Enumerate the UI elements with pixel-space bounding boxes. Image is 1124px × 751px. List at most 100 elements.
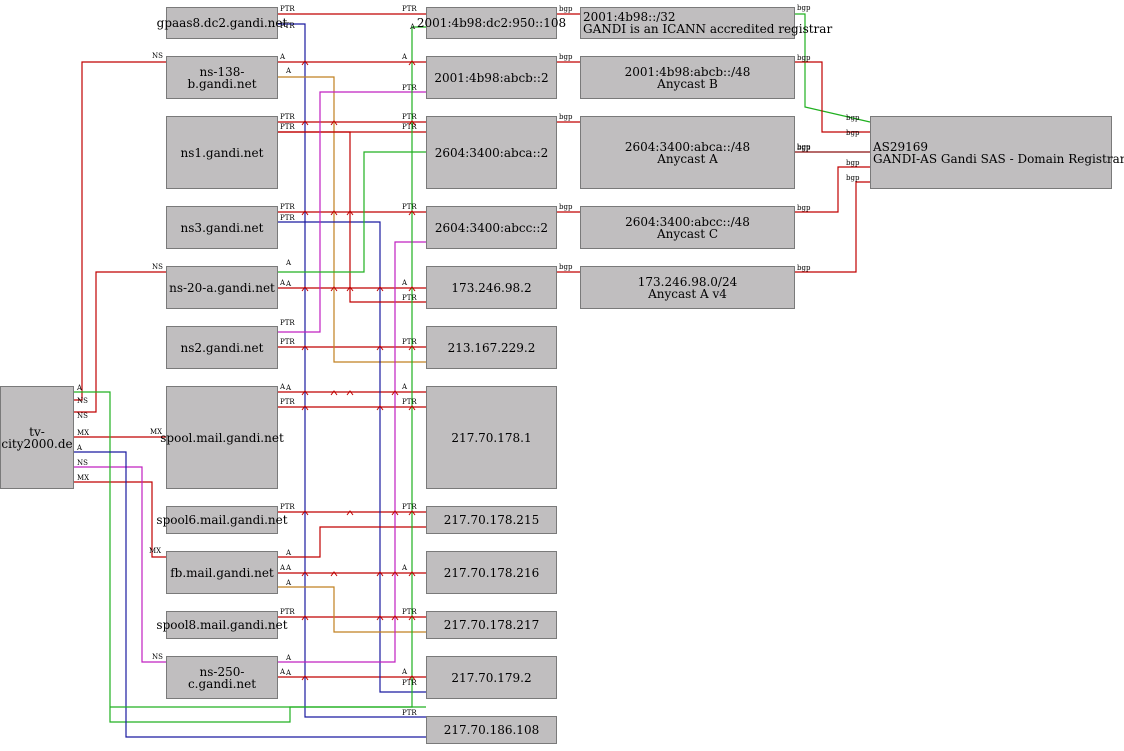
edge-label-a: A <box>401 668 408 676</box>
edge-crossing-mark <box>408 675 416 681</box>
node-label: 217.70.178.217 <box>443 618 540 632</box>
node-ns-138-b[interactable]: ns-138-b.gandi.net <box>166 56 278 99</box>
edge-a <box>278 586 426 633</box>
edge-crossing-mark <box>301 675 309 681</box>
edge-crossing-mark <box>346 390 354 396</box>
node-label: 2604:3400:abcc::2 <box>434 220 549 235</box>
node-ns-250-c[interactable]: ns-250-c.gandi.net <box>166 656 278 699</box>
edge-label-mx: MX <box>150 428 162 436</box>
edge-crossing-mark <box>376 615 384 621</box>
edge-crossing-mark <box>330 571 338 577</box>
node-ip-217-70-178-217[interactable]: 217.70.178.217 <box>426 611 557 639</box>
edge-a <box>110 26 426 708</box>
node-fb[interactable]: fb.mail.gandi.net <box>166 551 278 594</box>
prefix-label: 2001:4b98:abcb::/48 <box>624 64 751 79</box>
edge-crossing-mark <box>301 60 309 66</box>
edge-label-ptr: PTR <box>402 5 417 13</box>
edge-label-ptr: PTR <box>402 113 417 121</box>
edge-label-ns: NS <box>77 459 88 467</box>
edge-label-a: A <box>285 579 292 587</box>
edge-label-ptr: PTR <box>280 319 295 327</box>
edge-label-mx: MX <box>77 474 89 482</box>
edge-label-ns: NS <box>152 653 163 661</box>
edge-ns <box>74 271 166 413</box>
edge-crossing-mark <box>408 345 416 351</box>
edge-crossing-mark <box>391 390 399 396</box>
edge-crossing-mark <box>301 210 309 216</box>
edge-mx <box>74 481 166 558</box>
edge-label-bgp: bgp <box>797 54 811 62</box>
edge-label-bgp: bgp <box>846 159 860 167</box>
node-ip-2604-3400-abca-2[interactable]: 2604:3400:abca::2 <box>426 116 557 189</box>
node-ns2[interactable]: ns2.gandi.net <box>166 326 278 369</box>
node-ip-2001-4b98-abcb-2[interactable]: 2001:4b98:abcb::2 <box>426 56 557 99</box>
edge-crossing-mark <box>376 405 384 411</box>
node-ip-217-70-178-1[interactable]: 217.70.178.1 <box>426 386 557 489</box>
edge-crossing-mark <box>301 510 309 516</box>
as-name: GANDI-AS Gandi SAS - Domain Registrar an <box>873 151 1124 166</box>
edge-crossing-mark <box>330 390 338 396</box>
edge-label-ptr: PTR <box>402 503 417 511</box>
node-ip-173-246-98-2[interactable]: 173.246.98.2 <box>426 266 557 309</box>
edge-label-ptr: PTR <box>280 123 295 131</box>
node-ip-2604-3400-abcc-2[interactable]: 2604:3400:abcc::2 <box>426 206 557 249</box>
node-tv-city2000[interactable]: tv-city2000.de <box>0 386 74 489</box>
node-gpaas8[interactable]: gpaas8.dc2.gandi.net <box>157 7 287 39</box>
edge-crossing-mark <box>376 286 384 292</box>
edge-crossing-mark <box>301 405 309 411</box>
edge-crossing-mark <box>408 571 416 577</box>
edge-crossing-mark <box>346 286 354 292</box>
edge-label-ptr: PTR <box>402 709 417 717</box>
edge-label-bgp: bgp <box>559 5 573 13</box>
edge-crossing-mark <box>376 571 384 577</box>
edge-ptr <box>278 91 426 333</box>
node-ip-217-70-186-108[interactable]: 217.70.186.108 <box>426 716 557 744</box>
prefix-desc: Anycast B <box>657 76 718 91</box>
node-label: ns2.gandi.net <box>180 340 264 355</box>
edge-label-a: A <box>285 549 292 557</box>
node-ip-2001-4b98-dc2-950-108[interactable]: 2001:4b98:dc2:950::108 <box>417 7 566 39</box>
edge-label-ptr: PTR <box>280 503 295 511</box>
edge-label-ptr: PTR <box>402 679 417 687</box>
node-spool8[interactable]: spool8.mail.gandi.net <box>156 611 288 639</box>
edge-ptr <box>278 131 426 303</box>
edge-label-bgp: bgp <box>797 144 811 152</box>
edge-label-a: A <box>401 383 408 391</box>
node-ip-213-167-229-2[interactable]: 213.167.229.2 <box>426 326 557 369</box>
edge-crossing-mark <box>408 405 416 411</box>
node-ns-20-a[interactable]: ns-20-a.gandi.net <box>166 266 278 309</box>
node-spool[interactable]: spool.mail.gandi.net <box>160 386 284 489</box>
edge-ptr <box>278 221 426 693</box>
node-label: ns-138-b.gandi.net <box>187 64 257 91</box>
node-label: 2604:3400:abca::2 <box>434 145 549 160</box>
node-ip-217-70-178-215[interactable]: 217.70.178.215 <box>426 506 557 534</box>
node-spool6[interactable]: spool6.mail.gandi.net <box>156 506 288 534</box>
edge-crossing-mark <box>346 210 354 216</box>
node-ns1[interactable]: ns1.gandi.net <box>166 116 278 189</box>
edge-a <box>74 451 426 738</box>
edge-crossing-mark <box>408 286 416 292</box>
prefix-desc: Anycast A <box>657 151 718 166</box>
edge-label-a: A <box>76 444 83 452</box>
edge-crossing-mark <box>301 390 309 396</box>
edge-bgp <box>795 61 870 133</box>
edge-crossing-mark <box>408 510 416 516</box>
edge-label-bgp: bgp <box>797 4 811 12</box>
edge-label-ptr: PTR <box>402 203 417 211</box>
edge-crossing-mark <box>391 571 399 577</box>
edge-label-ptr: PTR <box>280 214 295 222</box>
edge-label-a: A <box>279 279 286 287</box>
node-ip-217-70-178-216[interactable]: 217.70.178.216 <box>426 551 557 594</box>
node-ns3[interactable]: ns3.gandi.net <box>166 206 278 249</box>
edge-crossing-mark <box>391 615 399 621</box>
edge-crossing-mark <box>408 210 416 216</box>
node-ip-217-70-179-2[interactable]: 217.70.179.2 <box>426 656 557 699</box>
